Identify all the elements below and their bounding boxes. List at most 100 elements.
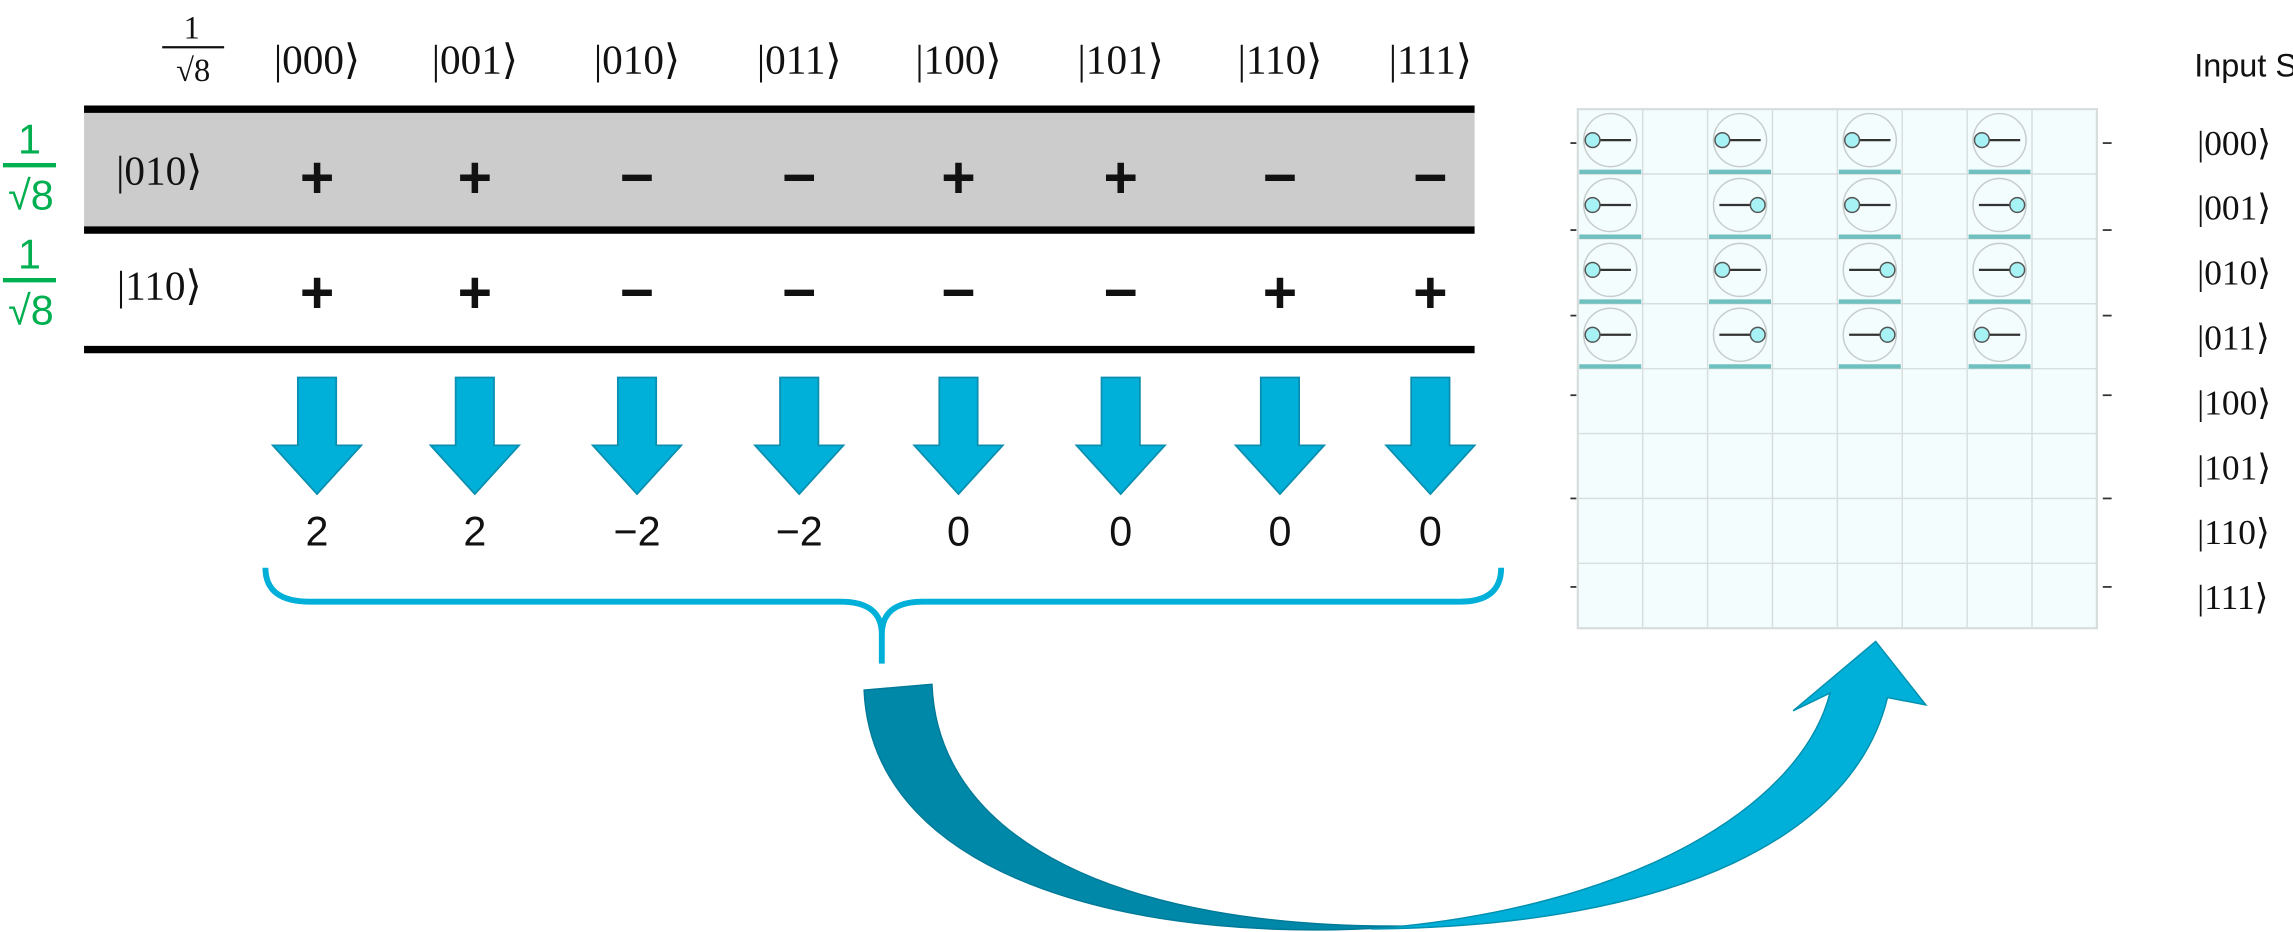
probability-bar — [1838, 169, 1901, 175]
magnitude-dot — [1714, 261, 1731, 278]
curved-arrow-head — [1371, 640, 1928, 930]
sign-cell: − — [1263, 146, 1297, 211]
probability-bar — [1968, 364, 2031, 369]
sign-cell: + — [300, 146, 334, 211]
amplitude-indicator — [1838, 307, 1901, 369]
amplitude-indicator — [1968, 242, 2031, 304]
grid-row-label: |010⟩ — [2197, 253, 2271, 293]
basis-state-header: |111⟩ — [1389, 37, 1472, 83]
magnitude-dot — [1843, 132, 1861, 149]
down-arrow-icon — [428, 376, 522, 496]
basis-state-header: |000⟩ — [274, 37, 360, 83]
amplitude-indicator — [1709, 307, 1771, 369]
down-arrows — [270, 376, 1477, 496]
amplitude-circle — [1972, 307, 2027, 363]
probability-bar — [1709, 364, 1771, 369]
down-arrow-icon — [270, 376, 364, 496]
amplitude-circle — [1842, 307, 1898, 363]
probability-bar — [1968, 299, 2031, 304]
sign-cell: + — [1413, 261, 1447, 326]
amplitude-indicator — [1709, 112, 1771, 175]
amplitude-circle — [1972, 242, 2027, 298]
basis-state-header: |100⟩ — [915, 37, 1001, 83]
amplitude-indicator — [1709, 242, 1771, 304]
magnitude-dot — [1749, 196, 1766, 214]
amplitude-circle — [1842, 112, 1898, 168]
basis-state-header: |110⟩ — [1238, 37, 1323, 83]
amplitude-circle — [1972, 177, 2027, 233]
magnitude-dot — [1879, 326, 1896, 343]
amplitude-circle — [1712, 242, 1768, 298]
grid-row-label: |100⟩ — [2197, 382, 2271, 422]
amplitude-circle — [1842, 242, 1898, 298]
sign-cell: + — [941, 146, 975, 211]
row-state-label: |110⟩ — [117, 262, 202, 308]
basis-state-header: |001⟩ — [432, 37, 518, 83]
amplitude-circle — [1582, 307, 1638, 363]
amplitude-circle — [1582, 177, 1638, 233]
magnitude-dot — [1584, 326, 1601, 343]
sign-cell: + — [458, 146, 492, 211]
magnitude-dot — [1714, 132, 1731, 149]
table-rows: 1√8|010⟩++−−++−−1√8|110⟩++−−−−++ — [2, 116, 1448, 333]
grid-row-label: |001⟩ — [2197, 188, 2271, 228]
grid-row-label: |011⟩ — [2197, 318, 2270, 358]
basis-state-header: |101⟩ — [1078, 37, 1164, 83]
amplitude-circle — [1582, 242, 1638, 298]
probability-bar — [1709, 234, 1771, 239]
magnitude-dot — [1584, 261, 1601, 278]
probability-bar — [1968, 234, 2031, 239]
down-arrow-icon — [1233, 376, 1327, 496]
magnitude-dot — [1843, 196, 1861, 214]
magnitude-dot — [1879, 261, 1896, 278]
amplitude-circle — [1712, 177, 1768, 233]
normalization-numerator: 1 — [184, 10, 200, 46]
sum-value: 2 — [463, 509, 486, 555]
row-coefficient: 1√8 — [2, 116, 57, 218]
down-arrow-icon — [1074, 376, 1167, 496]
down-arrow-icon — [752, 376, 846, 496]
amplitude-indicator — [1709, 177, 1771, 239]
amplitude-indicator — [1968, 112, 2031, 175]
amplitude-indicator — [1579, 177, 1642, 239]
normalization-fraction: 1 √8 — [162, 10, 225, 89]
coefficient-denominator: √8 — [8, 287, 54, 333]
magnitude-dot — [1973, 326, 1990, 343]
down-arrow-icon — [590, 376, 684, 496]
curved-arrow-tail — [863, 683, 1409, 931]
sum-value: 0 — [1109, 509, 1132, 555]
amplitude-indicator — [1579, 112, 1642, 175]
magnitude-dot — [1749, 326, 1766, 343]
amplitude-circle — [1582, 112, 1638, 168]
sign-cell: − — [941, 261, 975, 326]
amplitude-circle — [1712, 112, 1768, 168]
probability-bar — [1968, 169, 2031, 175]
sign-cell: − — [620, 261, 654, 326]
highlighted-row-band — [84, 112, 1475, 228]
magnitude-dot — [2009, 261, 2026, 278]
sign-cell: − — [1103, 261, 1137, 326]
probability-bar — [1579, 299, 1642, 304]
basis-state-headers: |000⟩ |001⟩ |010⟩ |011⟩ |100⟩ |101⟩ |110⟩ |111⟩ — [274, 37, 1472, 83]
probability-bar — [1709, 169, 1771, 175]
input-state-grid — [1570, 108, 2112, 630]
basis-state-header: |011⟩ — [757, 37, 842, 83]
probability-bar — [1579, 364, 1642, 369]
amplitude-indicator — [1838, 177, 1901, 239]
row-coefficient: 1√8 — [2, 231, 57, 333]
grid-row-label: |110⟩ — [2197, 512, 2270, 552]
sum-value: 0 — [1419, 509, 1442, 555]
sign-cell: + — [300, 261, 334, 326]
sum-value: 2 — [306, 509, 329, 555]
basis-state-header: |010⟩ — [594, 37, 680, 83]
magnitude-dot — [1973, 132, 1990, 149]
amplitude-indicator — [1968, 307, 2031, 369]
sign-cell: + — [458, 261, 492, 326]
amplitude-indicator — [1579, 307, 1642, 369]
grid-row-label: |000⟩ — [2197, 123, 2271, 163]
grid-row-label: |101⟩ — [2197, 447, 2271, 487]
probability-bar — [1838, 364, 1901, 369]
magnitude-dot — [1584, 132, 1601, 149]
